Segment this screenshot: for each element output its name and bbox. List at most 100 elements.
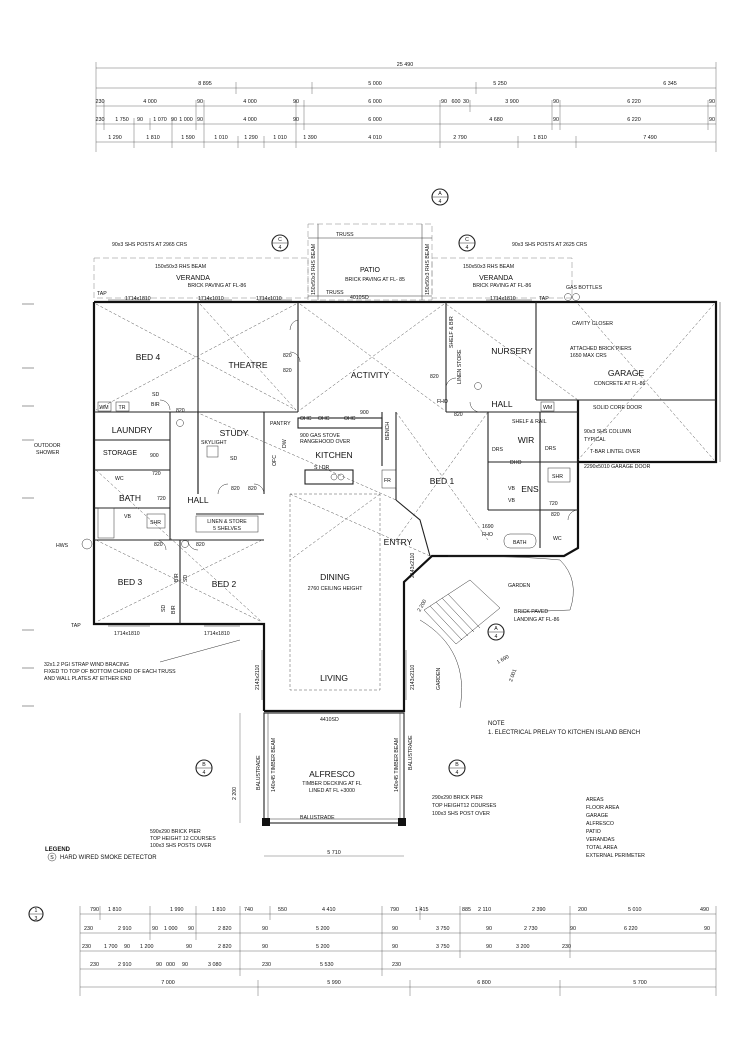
door-arcs [155,319,579,551]
dim-text: 8 895 [198,81,212,87]
dim-text: 5 200 [316,944,330,950]
sd-bed2-label: SD [183,575,189,582]
areas-title: AREAS [586,797,604,803]
door-size: 1690 [482,524,494,530]
dishwasher-label: DW [282,439,288,448]
margin-ticks [22,303,34,707]
dim-text: 1 810 [533,135,547,141]
dim-text: 90 [186,944,192,950]
dim-text: 4 680 [489,117,503,123]
section-marker-b-right: B 4 [448,759,466,777]
bath-label: BATH [513,540,527,546]
strap-bracing-label-3: AND WALL PLATES AT EITHER END [44,676,131,682]
veranda-outlines [93,223,573,301]
dim-text: 7 490 [643,135,657,141]
door-size: 820 [196,542,205,548]
section-marker-c-left: C 4 [271,234,289,252]
fridge-label: FR [384,478,391,484]
dim-text: 6 220 [627,117,641,123]
pier-left-label: 590x290 BRICK PIER [150,829,201,835]
dim-text: 5 250 [493,81,507,87]
outdoor-shower-label: OUTDOOR [34,443,61,449]
room-hall-right: HALL [491,399,513,409]
section-marker-a-bottom: A 4 [487,623,505,641]
pier-icon [398,818,406,826]
dim-text: 230 [84,926,93,932]
pantry-label: PANTRY [270,421,291,427]
dim-text: 90 [262,926,268,932]
brick-paved-label: BRICK PAVED [514,609,548,615]
dim-text: 1 200 [140,944,154,950]
section-letter: A [494,626,498,632]
dim-text: 90 [188,926,194,932]
timber-beam-label: 140x45 TIMBER BEAM [271,738,277,792]
dining-ceiling-height: 2760 CEILING HEIGHT [308,586,364,592]
dim-text: 1 810 [146,135,160,141]
shelves-label: 5 SHELVES [213,526,241,532]
area-row: GARAGE [586,813,609,819]
dim-top-overall: 25 490 [397,62,414,68]
dim-text: 230 [96,117,105,123]
alfresco-sub1: TIMBER DECKING AT FL [302,781,362,787]
section-sheet: 4 [466,245,469,251]
dim-text: 490 [700,907,709,913]
pier-right-label-3: 100x3 SHS POST OVER [432,811,490,817]
washing-machine-label: WM [543,405,552,411]
room-storage: STORAGE [103,450,137,457]
dim-text: 1 010 [273,135,287,141]
dim-text: 4 010 [368,135,382,141]
dim-text: 4 000 [243,99,257,105]
sink-icon [337,473,345,481]
smoke-detector-icon [47,852,57,862]
dim-text: 5 530 [320,962,334,968]
rangehood-label: RANGEHOOD OVER [300,439,350,445]
legend-smoke: HARD WIRED SMOKE DETECTOR [60,855,157,861]
balustrade-label: BALUSTRADE [300,815,335,821]
areas-block: AREAS FLOOR AREA GARAGE ALFRESCO PATIO V… [586,797,645,859]
door-size: 720 [549,501,558,507]
concrete-label: CONCRETE AT FL-86 [594,381,646,387]
left-notes: OUTDOOR SHOWER HWS 32x1.2 PGI STRAP WIND… [34,443,241,682]
area-row: PATIO [586,829,601,835]
room-bed4: BED 4 [136,352,161,362]
hws-label: HWS [56,543,69,549]
dim-text: 230 [562,944,571,950]
gas-bottle-icon [564,293,572,301]
dim-text: 90 [171,117,177,123]
room-nursery: NURSERY [491,346,533,356]
tap-label: TAP [71,623,81,629]
area-row: FLOOR AREA [586,805,620,811]
window-size: 2143x2110 [255,665,261,690]
room-bed2: BED 2 [212,579,237,589]
door-size: 820 [430,374,439,380]
dim-text: 4 410 [322,907,336,913]
dim-step: 1 690 [496,654,510,666]
section-sheet: 4 [495,634,498,640]
sink-icon [330,473,338,481]
shower-label: SHR [150,520,161,526]
linen-store-nursery-label: LINEN STORE [457,349,463,384]
dim-text: 90 [392,944,398,950]
outdoor-shower-label-2: SHOWER [36,450,60,456]
shs-column-label: 90x3 SHS COLUMN [584,429,632,435]
gas-stove-label: 900 GAS STOVE [300,433,341,439]
door-size: 820 [283,353,292,359]
windows [108,299,532,700]
section-sheet: 4 [279,245,282,251]
pier-left-label-2: TOP HEIGHT 12 COURSES [150,836,216,842]
window-size: 1714x1010 [198,296,224,302]
dim-text: 1 390 [303,135,317,141]
section-sheet: 4 [456,770,459,776]
room-wir: WIR [518,435,535,445]
door-size: 820 [231,486,240,492]
island-bench-label: S I DR [314,465,330,471]
dim-alfresco-depth: 2 200 [232,787,238,800]
dim-text: 90 [709,99,715,105]
dim-text: 7 000 [161,980,175,986]
truss-bottom-label: TRUSS [326,290,344,296]
section-letter: C [278,237,282,243]
dim-text: 2 790 [453,135,467,141]
dho-label: DHO [510,460,522,466]
door-size: 820 [454,412,463,418]
